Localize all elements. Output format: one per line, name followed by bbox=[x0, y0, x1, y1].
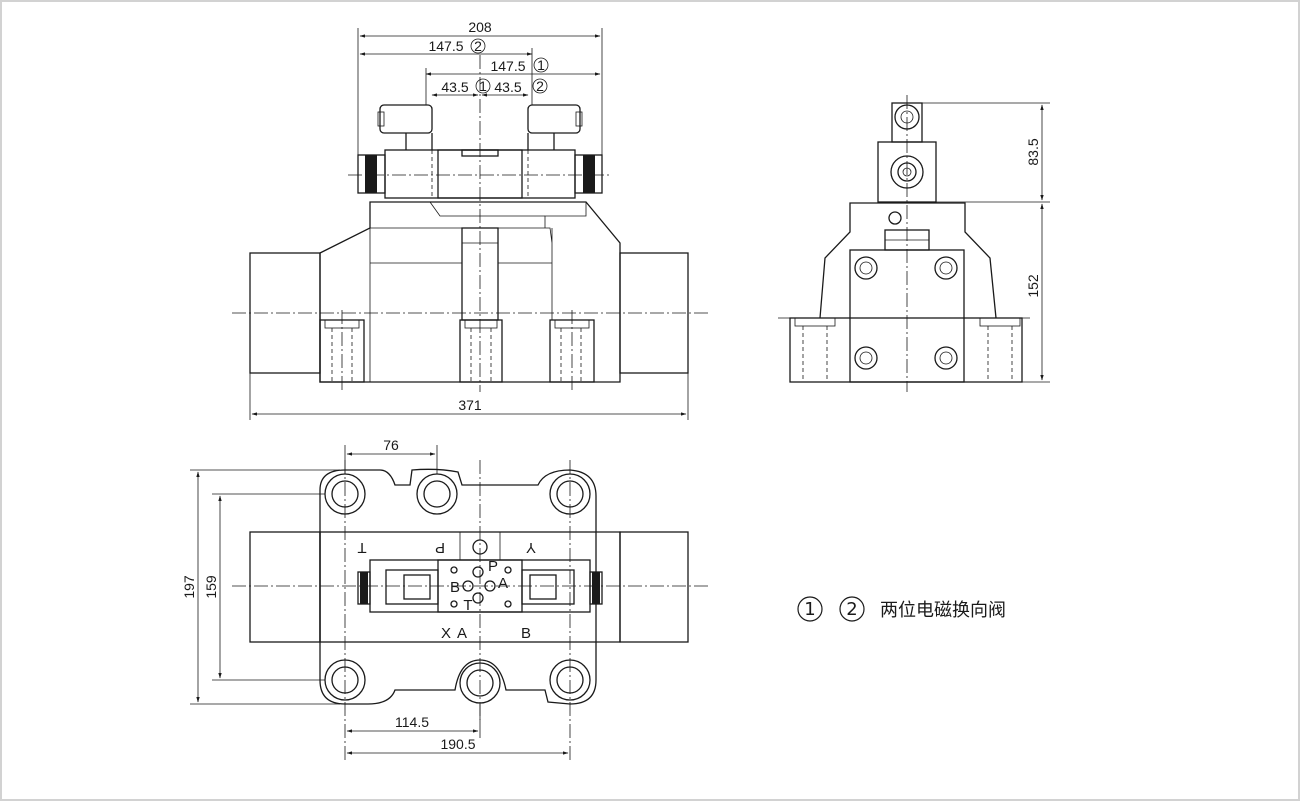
front-view: 208 147.5 2 147.5 1 43.5 1 43.5 2 371 bbox=[232, 19, 708, 420]
circled-mark-1-lower: 1 bbox=[479, 78, 487, 94]
front-main-body bbox=[319, 201, 621, 383]
port-label-B: B bbox=[521, 625, 531, 642]
top-right-end-cap bbox=[619, 531, 689, 643]
circled-mark-2-lower: 2 bbox=[536, 78, 544, 94]
top-left-end-cap bbox=[249, 531, 321, 643]
port-label-P: P bbox=[435, 539, 445, 556]
side-base bbox=[789, 317, 1023, 383]
dim-371: 371 bbox=[458, 397, 482, 413]
pilot-label-A: A bbox=[498, 575, 508, 592]
top-view: T P Y X A B P A B T 76 197 159 114.5 190… bbox=[181, 437, 708, 760]
dim-114-5: 114.5 bbox=[395, 714, 429, 730]
dim-208: 208 bbox=[468, 19, 492, 35]
port-label-T: T bbox=[357, 539, 366, 556]
dim-197: 197 bbox=[181, 575, 197, 599]
circled-mark-2-upper: 2 bbox=[474, 38, 482, 54]
dim-147-5-upper: 147.5 bbox=[428, 38, 463, 54]
dim-43-5-left: 43.5 bbox=[441, 79, 468, 95]
dim-83-5: 83.5 bbox=[1025, 138, 1041, 165]
dim-152: 152 bbox=[1025, 274, 1041, 298]
dim-159: 159 bbox=[203, 575, 219, 599]
front-pockets bbox=[319, 319, 595, 383]
circled-mark-1-upper: 1 bbox=[537, 57, 545, 73]
port-label-X: X bbox=[441, 625, 451, 642]
port-label-Y: Y bbox=[526, 539, 536, 556]
legend-text: 两位电磁换向阀 bbox=[880, 600, 1006, 621]
dim-190-5: 190.5 bbox=[440, 736, 475, 752]
top-dimension-lines bbox=[190, 445, 569, 755]
dim-43-5-right: 43.5 bbox=[494, 79, 521, 95]
dim-76: 76 bbox=[383, 437, 399, 453]
pilot-label-B: B bbox=[450, 579, 460, 596]
top-main-outline bbox=[319, 468, 621, 705]
pilot-label-T: T bbox=[463, 597, 472, 614]
side-body bbox=[819, 202, 997, 319]
side-bolts bbox=[854, 256, 958, 370]
port-label-A: A bbox=[457, 625, 467, 642]
side-view: 83.5 152 bbox=[778, 95, 1050, 392]
legend: 1 2 两位电磁换向阀 bbox=[797, 596, 1006, 622]
pilot-label-P: P bbox=[488, 558, 498, 575]
dim-147-5-lower: 147.5 bbox=[490, 58, 525, 74]
front-dimension-lines bbox=[249, 28, 689, 420]
legend-mark-2: 2 bbox=[846, 599, 857, 620]
legend-mark-1: 1 bbox=[804, 599, 815, 620]
